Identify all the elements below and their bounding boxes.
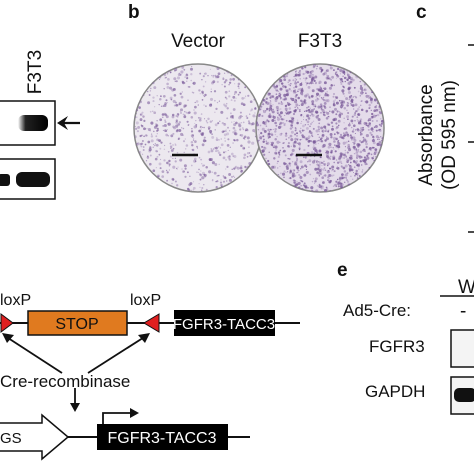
panel-c-ylabel-line2: (OD 595 nm) [439, 80, 460, 190]
stop-label: STOP [55, 316, 98, 333]
panel-e: e W Ad5-Cre: - FGFR3 GAPDH [337, 260, 474, 415]
loxp-right-icon [143, 313, 160, 333]
promoter-arrow-icon [0, 413, 70, 461]
recombination-arrows [4, 335, 147, 405]
transcription-start-icon [102, 412, 130, 425]
fgfr3-row-label: FGFR3 [369, 337, 425, 356]
gapdh-band [454, 388, 474, 402]
panel-b: b Vector F3T3 [128, 2, 385, 193]
stop-box [27, 310, 128, 336]
panel-c: c Absorbance (OD 595 nm) [416, 2, 474, 233]
loxp-left-label: loxP [0, 292, 31, 309]
arrow-icon [57, 116, 80, 130]
treatment-label: Ad5-Cre: [343, 301, 411, 320]
loxp-left-icon [0, 313, 14, 333]
blot-e-top [450, 329, 474, 368]
fusion-label-bottom: FGFR3-TACC3 [107, 430, 216, 447]
arrowhead-right-icon [138, 333, 150, 343]
panel-e-letter: e [337, 260, 348, 281]
panel-b-f3t3-label: F3T3 [298, 31, 342, 52]
fusion-box-top [174, 310, 275, 336]
panel-b-letter: b [128, 2, 140, 23]
gapdh-row-label: GAPDH [365, 382, 425, 401]
panel-d: loxP loxP STOP FGFR3-TACC3 Cre-recombina… [0, 292, 300, 461]
fgfr3-band [18, 115, 48, 131]
panel-a-lane-label: F3T3 [25, 50, 46, 94]
arrowhead-left-icon [2, 333, 14, 343]
fusion-label-top: FGFR3-TACC3 [173, 316, 275, 333]
fusion-box-bottom [97, 424, 228, 450]
loxp-right-label: loxP [130, 292, 161, 309]
panel-c-letter: c [416, 2, 427, 23]
panel-b-vector-label: Vector [171, 31, 226, 52]
cre-recombinase-label: Cre-recombinase [0, 372, 130, 391]
transcription-arrowhead-icon [130, 408, 139, 418]
panel-a: F3T3 [0, 50, 80, 200]
panel-c-ylabel-line1: Absorbance [416, 84, 437, 185]
treatment-minus: - [460, 301, 466, 322]
panel-e-header: W [458, 277, 474, 298]
arrowhead-down-icon [70, 403, 80, 412]
loading-band-right [16, 172, 50, 187]
promoter-label: GS [0, 430, 22, 447]
loading-band-left [0, 174, 10, 186]
colonies-f3t3 [256, 64, 384, 192]
